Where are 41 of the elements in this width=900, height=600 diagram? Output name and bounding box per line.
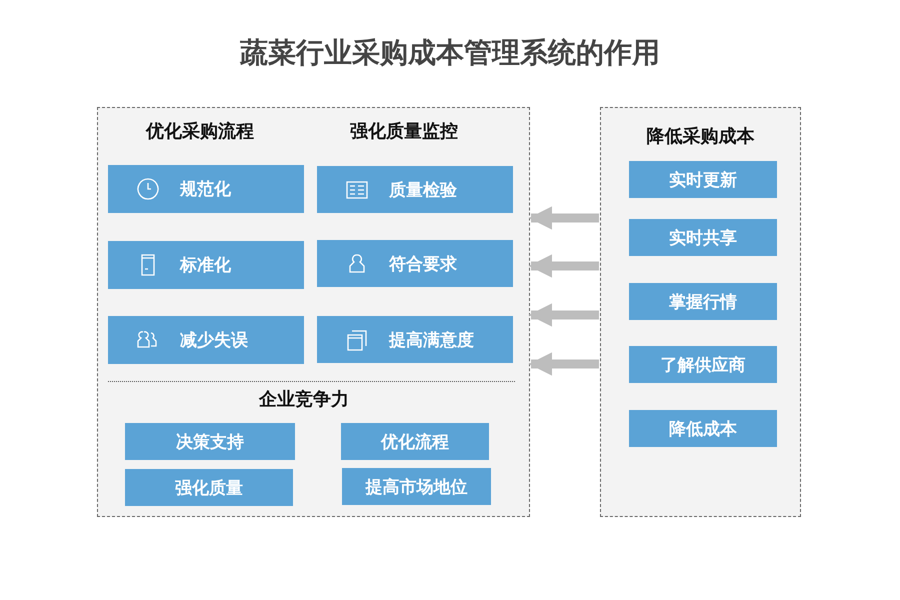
process-box — [341, 423, 489, 460]
box-label: 符合要求 — [389, 253, 457, 275]
arrow — [528, 254, 599, 278]
box-label: 实时共享 — [668, 227, 738, 249]
process-box — [108, 316, 304, 364]
panel-heading: 企业竞争力 — [259, 388, 349, 411]
process-box — [629, 161, 777, 198]
process-box — [629, 219, 777, 256]
box-label: 减少失误 — [180, 330, 248, 352]
arrow — [528, 303, 599, 327]
process-box — [108, 165, 304, 213]
process-box — [629, 346, 777, 383]
process-box — [108, 241, 304, 289]
process-box — [629, 410, 777, 447]
box-label: 强化质量 — [174, 477, 244, 499]
panel-heading: 降低采购成本 — [646, 125, 756, 148]
box-label: 质量检验 — [389, 179, 457, 201]
process-box — [317, 240, 513, 287]
arrow — [528, 352, 599, 376]
process-box — [125, 469, 293, 506]
panel — [600, 107, 801, 517]
title: 蔬菜行业采购成本管理系统的作用 — [238, 35, 661, 71]
panel — [97, 107, 530, 517]
box-label: 了解供应商 — [660, 354, 746, 376]
box-label: 优化流程 — [380, 431, 450, 453]
process-box — [317, 316, 513, 363]
box-label: 降低成本 — [668, 418, 738, 440]
process-box — [342, 468, 491, 505]
process-box — [125, 423, 295, 460]
panel-heading: 强化质量监控 — [350, 120, 458, 143]
panel-heading: 优化采购流程 — [146, 120, 254, 143]
box-label: 提高满意度 — [389, 329, 474, 351]
box-label: 实时更新 — [668, 169, 738, 191]
process-box — [317, 166, 513, 213]
box-label: 提高市场地位 — [364, 476, 468, 498]
box-label: 掌握行情 — [668, 291, 738, 313]
arrow — [528, 206, 599, 230]
box-label: 决策支持 — [175, 431, 245, 453]
box-label: 标准化 — [180, 254, 231, 276]
process-box — [629, 283, 777, 320]
box-label: 规范化 — [180, 178, 231, 200]
